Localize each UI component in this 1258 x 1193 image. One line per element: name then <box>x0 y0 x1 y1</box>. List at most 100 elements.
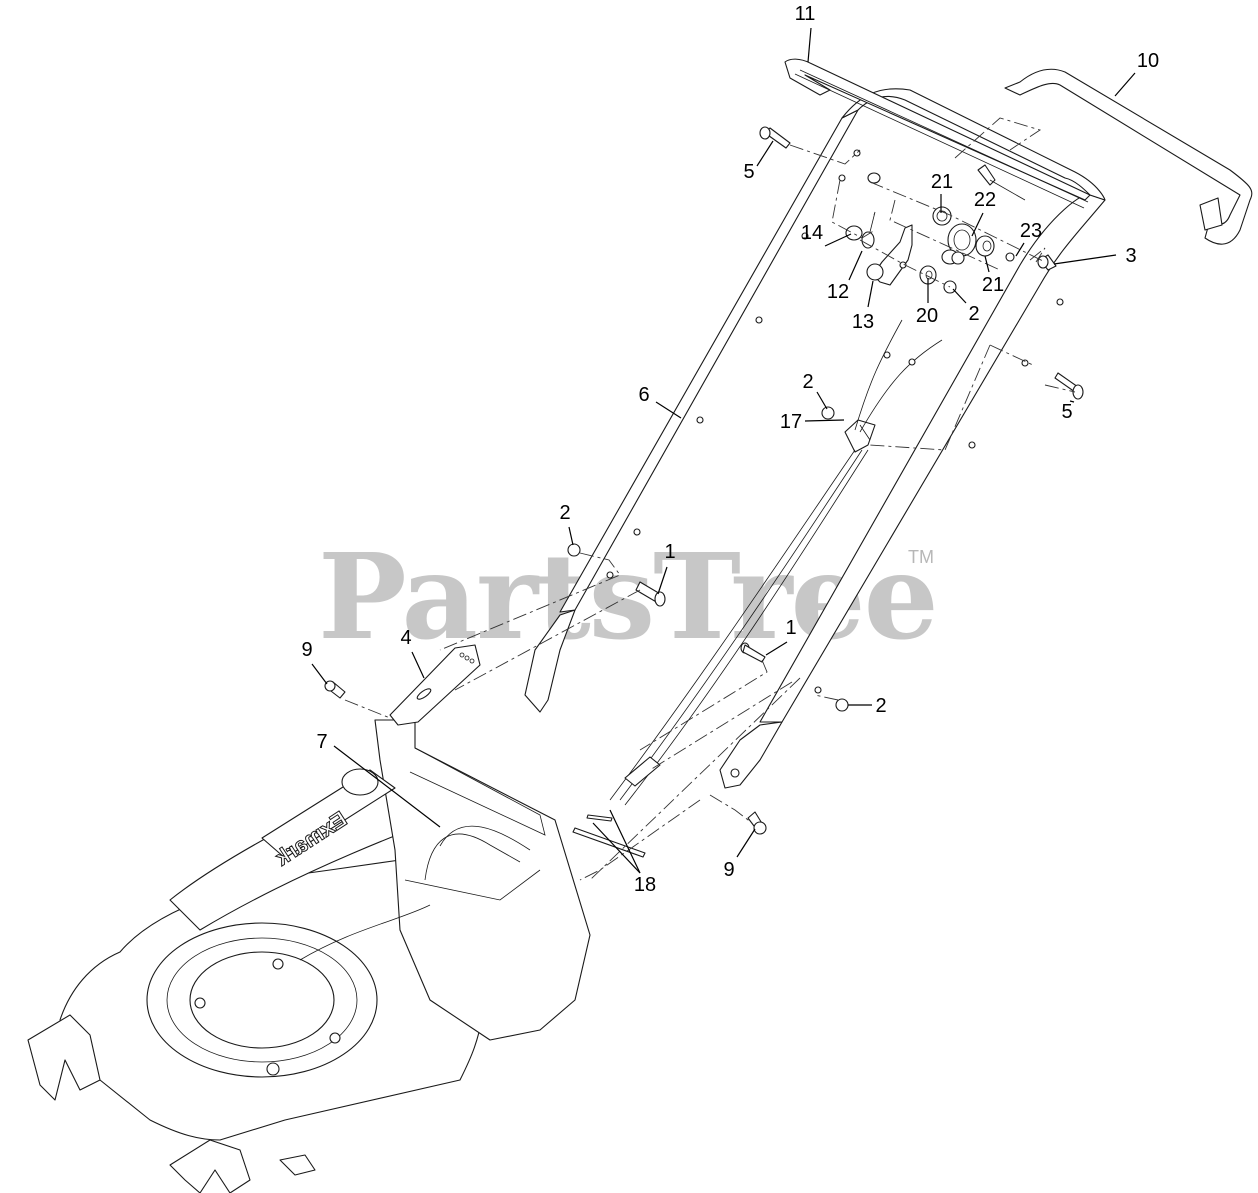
callout-9[interactable]: 9 <box>723 828 756 881</box>
leader-line <box>848 250 863 281</box>
callout-label[interactable]: 2 <box>802 371 813 393</box>
bolt-9-right[interactable] <box>747 811 767 835</box>
pin-1-left[interactable] <box>635 581 666 607</box>
callout-9[interactable]: 9 <box>301 639 328 685</box>
callout-label[interactable]: 6 <box>638 384 649 406</box>
gear-21-lower[interactable] <box>975 235 995 257</box>
callout-label[interactable]: 2 <box>875 695 886 717</box>
callout-2[interactable]: 2 <box>952 288 980 325</box>
clip-23[interactable] <box>1005 252 1015 262</box>
callout-21[interactable]: 21 <box>931 171 953 213</box>
callout-1[interactable]: 1 <box>657 541 676 595</box>
bushing-14[interactable] <box>845 225 863 241</box>
nut-2-left[interactable] <box>567 543 581 557</box>
callout-5[interactable]: 5 <box>743 140 774 183</box>
leader-line <box>984 255 990 273</box>
leader-line <box>411 651 425 679</box>
leader-line <box>1069 400 1075 403</box>
leader-line <box>1114 72 1136 97</box>
callout-13[interactable]: 13 <box>852 280 874 333</box>
gear-21-upper[interactable] <box>932 206 952 226</box>
callout-label[interactable]: 18 <box>634 874 656 896</box>
callout-label[interactable]: 12 <box>827 281 849 303</box>
callout-label[interactable]: 1 <box>785 617 796 639</box>
pin-3[interactable] <box>1037 254 1057 271</box>
callout-label[interactable]: 10 <box>1137 50 1159 72</box>
callout-20[interactable]: 20 <box>916 278 938 327</box>
callout-label[interactable]: 2 <box>968 303 979 325</box>
callout-label[interactable]: 23 <box>1020 220 1042 242</box>
leader-line <box>824 233 852 247</box>
washer-20[interactable] <box>919 265 937 285</box>
leader-line <box>655 401 682 419</box>
callout-2[interactable]: 2 <box>559 502 574 546</box>
callout-label[interactable]: 4 <box>400 627 411 649</box>
callout-7[interactable]: 7 <box>316 731 441 828</box>
leader-line <box>756 140 774 167</box>
callout-4[interactable]: 4 <box>400 627 425 679</box>
bracket-right[interactable] <box>624 756 661 787</box>
leader-line <box>657 566 668 595</box>
bracket-13[interactable] <box>866 224 913 286</box>
hardware <box>324 126 1084 858</box>
callout-label[interactable]: 20 <box>916 305 938 327</box>
nut-2-right[interactable] <box>835 698 849 712</box>
svg-text:TM: TM <box>908 547 934 567</box>
leader-line <box>971 212 984 237</box>
callout-label[interactable]: 21 <box>931 171 953 193</box>
callout-2[interactable]: 2 <box>802 371 828 410</box>
lower-handle-right[interactable] <box>719 721 783 789</box>
ratchet-22[interactable] <box>941 223 977 265</box>
leader-line <box>816 391 828 410</box>
callout-2[interactable]: 2 <box>848 695 887 717</box>
callout-21[interactable]: 21 <box>982 255 1004 296</box>
callout-label[interactable]: 13 <box>852 311 874 333</box>
lower-handle-left[interactable] <box>524 609 576 713</box>
callout-label[interactable]: 7 <box>316 731 327 753</box>
bolt-9-left[interactable] <box>324 680 346 699</box>
callout-label[interactable]: 2 <box>559 502 570 524</box>
leader-line <box>311 663 328 685</box>
callout-12[interactable]: 12 <box>827 250 863 303</box>
pin-1-right[interactable] <box>740 642 766 663</box>
nut-2-mid[interactable] <box>821 406 835 420</box>
bolt-5-right[interactable] <box>1054 372 1084 400</box>
callout-18[interactable]: 18 <box>609 809 656 896</box>
callout-label[interactable]: 11 <box>795 3 816 25</box>
leader-line <box>804 419 845 422</box>
callout-5[interactable]: 5 <box>1061 400 1075 423</box>
callout-label[interactable]: 5 <box>743 161 754 183</box>
leader-line <box>609 809 641 874</box>
drive-control-bar[interactable] <box>784 58 1091 209</box>
bail-bar[interactable] <box>1004 68 1253 245</box>
callout-17[interactable]: 17 <box>780 411 845 433</box>
callout-label[interactable]: 14 <box>801 222 823 244</box>
spacer[interactable] <box>867 172 881 184</box>
callout-label[interactable]: 22 <box>974 189 996 211</box>
callout-22[interactable]: 22 <box>971 189 996 237</box>
callout-label[interactable]: 21 <box>982 274 1004 296</box>
bolt-5-upper[interactable] <box>759 126 791 149</box>
callout-6[interactable]: 6 <box>638 384 682 419</box>
leader-line <box>765 641 788 656</box>
callout-11[interactable]: 11 <box>795 3 816 63</box>
leader-line <box>736 828 756 858</box>
mower-deck[interactable]: Exmark <box>27 719 591 1193</box>
callout-10[interactable]: 10 <box>1114 50 1159 97</box>
callout-23[interactable]: 23 <box>1015 220 1042 257</box>
callout-label[interactable]: 17 <box>780 411 802 433</box>
callout-14[interactable]: 14 <box>801 222 852 247</box>
callout-3[interactable]: 3 <box>1053 245 1137 267</box>
connector-17[interactable] <box>844 419 876 453</box>
callout-label[interactable]: 5 <box>1061 401 1072 423</box>
callout-1[interactable]: 1 <box>765 617 797 656</box>
callout-label[interactable]: 3 <box>1125 245 1136 267</box>
callout-label[interactable]: 9 <box>723 859 734 881</box>
callout-label[interactable]: 1 <box>664 541 675 563</box>
callout-label[interactable]: 9 <box>301 639 312 661</box>
bracket-4[interactable] <box>389 644 481 726</box>
leader-line <box>807 27 812 63</box>
cable-tie-18[interactable] <box>572 814 646 858</box>
assembly-guides <box>344 117 1076 881</box>
